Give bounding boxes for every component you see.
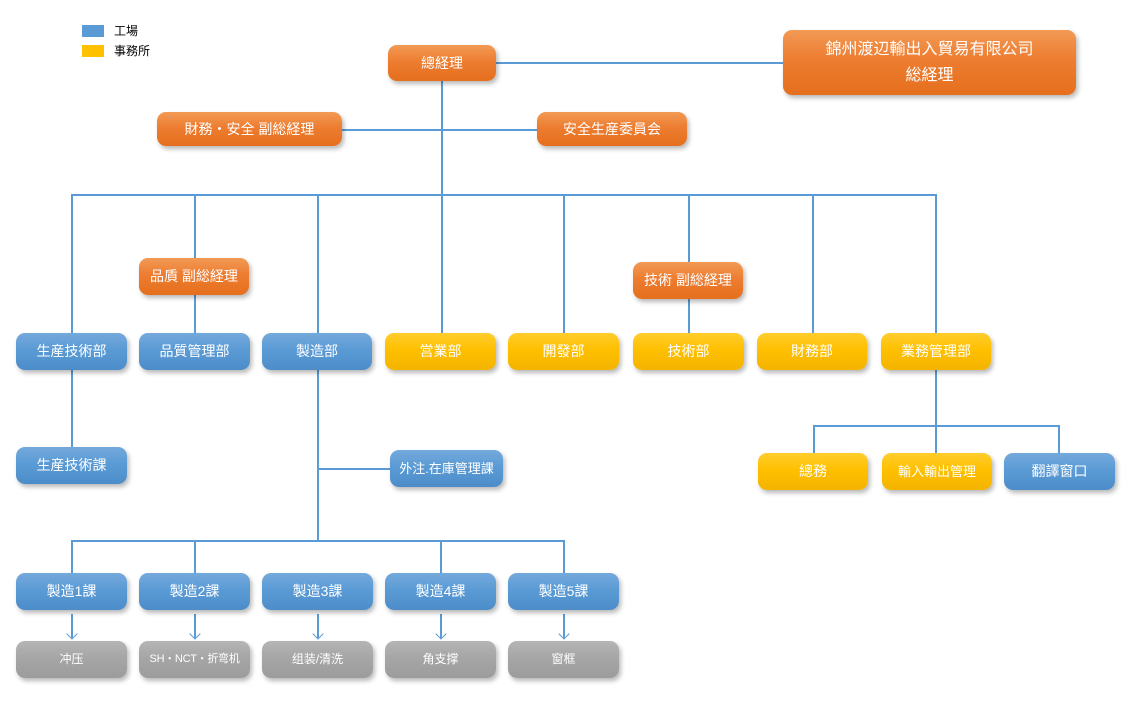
parent-company-line1: 錦州渡辺輸出入貿易有限公司 — [825, 40, 1034, 58]
node-quality-vice-gm: 品貭 副総経理 — [139, 258, 249, 295]
connector-drop-mfg2 — [194, 540, 196, 573]
node-finance-safety-vice-gm: 財務・安全 副総経理 — [157, 112, 342, 146]
parent-company-line2: 総経理 — [905, 66, 954, 84]
node-mfg-section-1: 製造1課 — [16, 573, 127, 610]
factory-color-swatch — [82, 24, 104, 37]
arrow-mfg4-corner — [440, 614, 442, 638]
node-development-dept: 開發部 — [508, 333, 619, 370]
connector-drop-import-export — [935, 425, 937, 453]
connector-drop-mfg4 — [440, 540, 442, 573]
arrow-mfg1-stamping — [71, 614, 73, 638]
arrow-mfg5-frame — [563, 614, 565, 638]
connector-vgm-row — [342, 129, 537, 131]
node-outsourcing-inventory-section: 外注.在庫管理課 — [390, 450, 503, 487]
connector-drop-manufacturing — [317, 194, 319, 333]
legend-item-office: 事務所 — [82, 42, 150, 59]
office-color-swatch — [82, 44, 104, 57]
connector-gm-parent — [496, 62, 783, 64]
connector-prodtech-section — [71, 370, 73, 447]
node-process-corner-support: 角支撑 — [385, 641, 496, 678]
connector-drop-development — [563, 194, 565, 333]
node-import-export-mgmt: 輸入輸出管理 — [882, 453, 992, 490]
arrow-mfg2-bending — [194, 614, 196, 638]
connector-bizmgmt-trunk — [935, 370, 937, 425]
node-manufacturing-dept: 製造部 — [262, 333, 372, 370]
connector-outsourcing-branch — [317, 468, 390, 470]
connector-drop-business-mgmt — [935, 194, 937, 333]
node-process-assembly-cleaning: 组装/清洗 — [262, 641, 373, 678]
node-technology-dept: 技術部 — [633, 333, 744, 370]
node-technology-vice-gm: 技術 副総経理 — [633, 262, 743, 299]
node-business-mgmt-dept: 業務管理部 — [881, 333, 991, 370]
node-mfg-section-2: 製造2課 — [139, 573, 250, 610]
connector-drop-production-tech — [71, 194, 73, 333]
node-mfg-section-3: 製造3課 — [262, 573, 373, 610]
node-process-sh-nct-bending: SH・NCT・折弯机 — [139, 641, 250, 678]
connector-mfg-trunk — [317, 370, 319, 541]
connector-drop-mfg5 — [563, 540, 565, 573]
connector-drop-finance — [812, 194, 814, 333]
connector-drop-translation — [1058, 425, 1060, 453]
connector-mfg-rail — [71, 540, 564, 542]
node-production-tech-section: 生産技術課 — [16, 447, 127, 484]
legend-label-factory: 工場 — [114, 24, 139, 38]
node-quality-mgmt-dept: 品質管理部 — [139, 333, 250, 370]
node-sales-dept: 営業部 — [385, 333, 496, 370]
connector-main-rail — [71, 194, 936, 196]
legend-label-office: 事務所 — [114, 44, 151, 58]
node-parent-company: 錦州渡辺輸出入貿易有限公司 総経理 — [783, 30, 1076, 95]
node-translation-window: 翻譯窗口 — [1004, 453, 1115, 490]
legend: 工場 事務所 — [82, 22, 150, 62]
connector-drop-mfg1 — [71, 540, 73, 573]
node-general-affairs: 總務 — [758, 453, 868, 490]
node-mfg-section-4: 製造4課 — [385, 573, 496, 610]
node-process-window-frame: 窗框 — [508, 641, 619, 678]
node-safety-production-committee: 安全生産委員会 — [537, 112, 687, 146]
connector-drop-general-affairs — [813, 425, 815, 453]
legend-item-factory: 工場 — [82, 22, 150, 39]
node-production-tech-dept: 生産技術部 — [16, 333, 127, 370]
node-finance-dept: 財務部 — [757, 333, 867, 370]
connector-gm-trunk — [441, 81, 443, 194]
node-process-stamping: 冲压 — [16, 641, 127, 678]
arrow-mfg3-assembly — [317, 614, 319, 638]
node-mfg-section-5: 製造5課 — [508, 573, 619, 610]
connector-drop-sales — [441, 194, 443, 333]
node-general-manager: 總経理 — [388, 45, 496, 81]
